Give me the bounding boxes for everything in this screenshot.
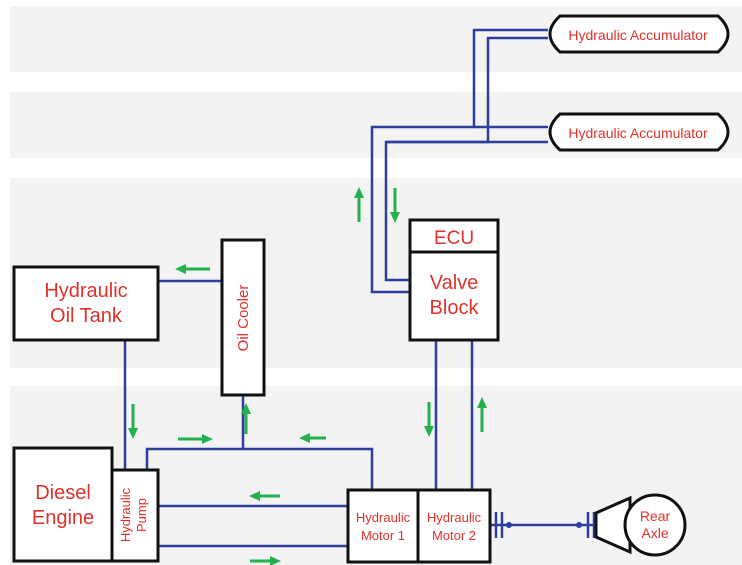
valve-block-label-1: Valve	[430, 272, 479, 294]
ecu-label: ECU	[434, 228, 474, 249]
flow-arrowhead-right-loop	[202, 434, 213, 444]
diesel-engine-label-1: Diesel	[35, 482, 91, 504]
hydraulic-motor-1: Hydraulic Motor 1	[346, 488, 420, 564]
flow-arrowhead-left-pump-line	[249, 491, 260, 501]
rear-axle-label-2: Axle	[641, 525, 668, 541]
valve-block-label-2: Block	[430, 297, 480, 319]
flow-arrowhead-up-from-motor2	[477, 397, 487, 408]
diesel-engine-box	[12, 446, 114, 563]
pipes	[123, 28, 598, 548]
oil-tank-label-2: Oil Tank	[50, 305, 123, 327]
hydraulic-pump-label-2: Pump	[134, 498, 149, 532]
hydraulic-motor-2-label-1: Hydraulic	[427, 510, 482, 525]
coupling-dot-left	[506, 522, 512, 528]
accumulator-2-label: Hydraulic Accumulator	[568, 125, 708, 141]
accumulator-1: Hydraulic Accumulator	[548, 14, 730, 54]
coupling-dot-right	[576, 522, 582, 528]
hydraulic-pump-label-1: Hydraulic	[118, 487, 133, 542]
pipe-accumulator-1-outer	[370, 28, 548, 294]
hydraulic-motor-2-box	[416, 488, 492, 564]
hydraulic-motor-2-label-2: Motor 2	[432, 528, 476, 543]
flow-arrowhead-down-to-pump	[128, 428, 138, 439]
hydraulic-motor-2: Hydraulic Motor 2	[416, 488, 492, 564]
diesel-engine: Diesel Engine	[12, 446, 114, 563]
rear-axle-wheel	[623, 493, 687, 557]
rear-axle-label-1: Rear	[640, 508, 671, 524]
flow-arrowhead-left-loop	[299, 433, 310, 443]
valve-block-box	[408, 250, 500, 342]
oil-cooler: Oil Cooler	[220, 238, 266, 397]
oil-tank: Hydraulic Oil Tank	[12, 265, 160, 342]
flow-arrowhead-down-valve-right	[390, 212, 400, 223]
hydraulic-motor-1-label-1: Hydraulic	[356, 510, 411, 525]
oil-tank-label-1: Hydraulic	[44, 280, 127, 302]
couplings	[494, 512, 596, 538]
flow-arrowhead-left-to-tank	[175, 264, 186, 274]
hydraulic-pump: Hydraulic Pump	[110, 468, 160, 563]
ecu-valve-block: ECU Valve Block	[408, 218, 500, 342]
oil-cooler-label: Oil Cooler	[235, 285, 252, 352]
accumulator-1-shape	[548, 14, 730, 54]
ecu-box	[408, 218, 500, 254]
accumulator-1-label: Hydraulic Accumulator	[568, 27, 708, 43]
accumulator-2: Hydraulic Accumulator	[548, 112, 730, 152]
rear-axle: Rear Axle	[594, 493, 687, 557]
oil-tank-box	[12, 265, 160, 342]
flow-arrowhead-down-to-motor2	[424, 426, 434, 437]
accumulator-2-shape	[548, 112, 730, 152]
flow-arrows	[128, 187, 487, 565]
pipe-loop-top	[145, 447, 374, 490]
flow-arrowhead-up-valve-left	[354, 187, 364, 198]
flow-arrowhead-right-bottom	[270, 556, 281, 565]
hydraulic-motor-1-box	[346, 488, 420, 564]
hydraulic-motor-1-label-2: Motor 1	[361, 528, 405, 543]
hydraulic-pump-box	[110, 468, 160, 563]
flow-arrowhead-up-to-cooler	[241, 403, 251, 414]
diesel-engine-label-2: Engine	[32, 507, 94, 529]
rear-axle-cone	[594, 495, 632, 555]
oil-cooler-box	[220, 238, 266, 397]
